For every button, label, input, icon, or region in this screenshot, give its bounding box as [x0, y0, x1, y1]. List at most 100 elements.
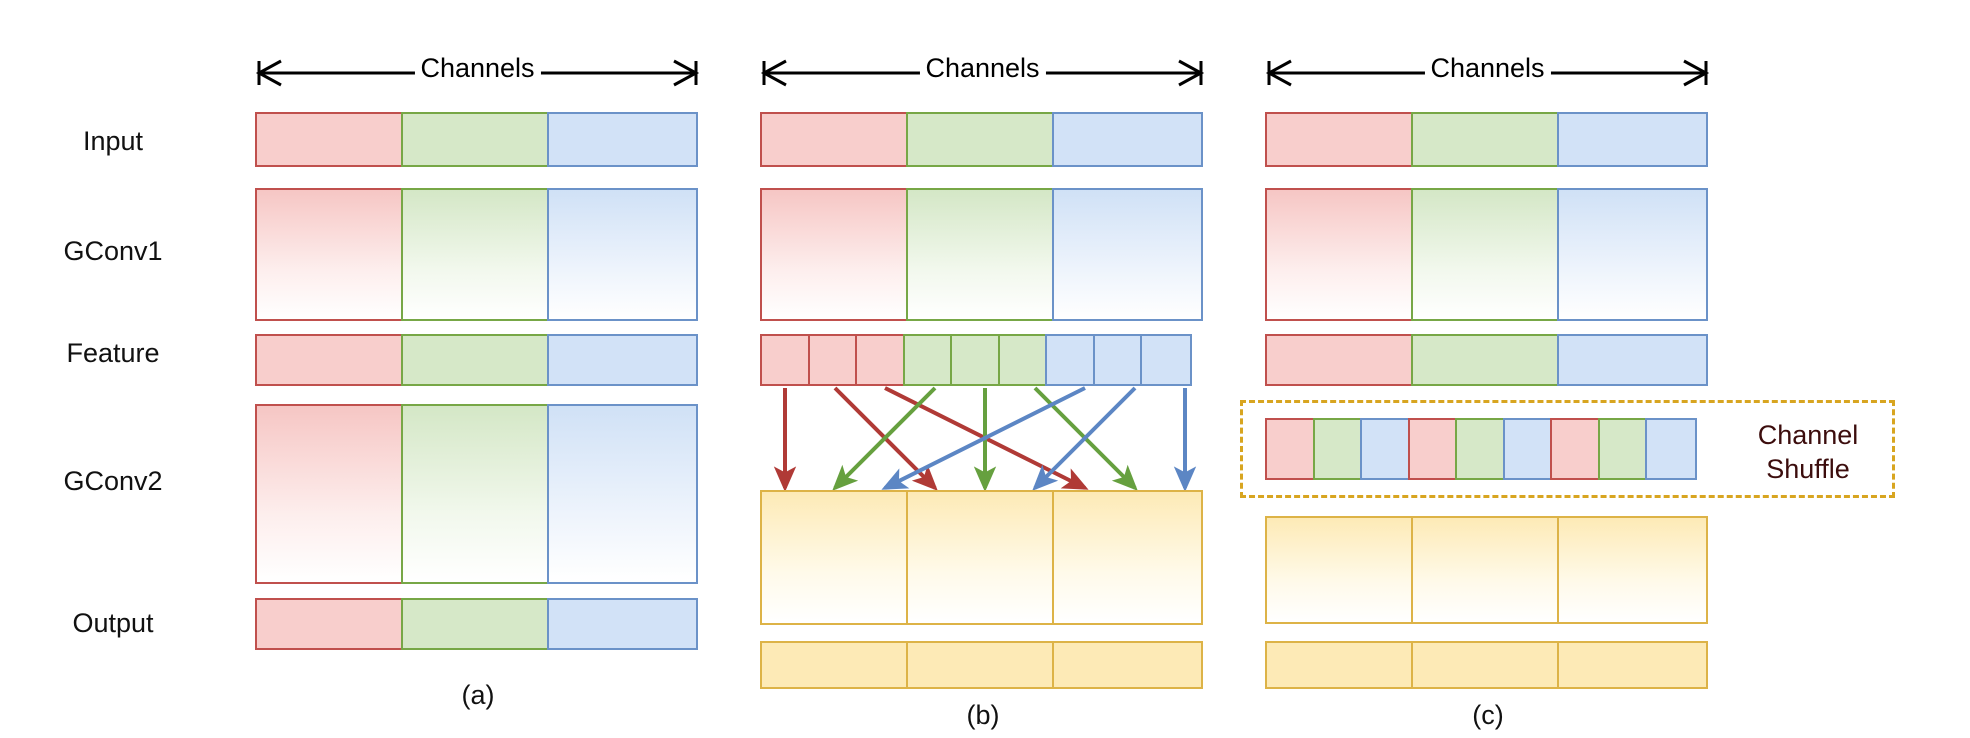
- channels-axis-c: Channels: [1265, 54, 1710, 98]
- panel-b-gconv1-seg-blue: [1052, 188, 1203, 321]
- panel-b-feature-bar: [760, 334, 1205, 386]
- panel-a-feature-bar: [255, 334, 700, 386]
- feature-cell-g1: [902, 334, 953, 386]
- arrow-b2: [1032, 386, 1137, 491]
- row-label-gconv2: GConv2: [63, 466, 163, 496]
- row-label-feature: Feature: [66, 338, 160, 368]
- panel-b-output-seg-1: [760, 641, 908, 689]
- shuffled-cell-3: [1360, 418, 1410, 480]
- panel-b-input-seg-blue: [1052, 112, 1203, 167]
- channel-shuffle-callout: [1240, 400, 1895, 498]
- panel-a-input-bar: [255, 112, 700, 167]
- panel-c-gconv1-seg-green: [1410, 188, 1560, 321]
- panel-a-output-seg-red: [255, 598, 403, 650]
- panel-a-gconv2-bar: [255, 404, 700, 584]
- arrow-r2: [833, 386, 938, 491]
- panel-c-input-seg-red: [1265, 112, 1413, 167]
- arrow-g3: [1033, 386, 1138, 491]
- panel-a-output-bar: [255, 598, 700, 650]
- channels-label-c: Channels: [1424, 54, 1551, 82]
- panel-a-gconv1-seg-blue: [547, 188, 698, 321]
- panel-b-caption: (b): [966, 700, 1000, 730]
- arrow-b1: [881, 386, 1086, 490]
- channels-label-b: Channels: [919, 54, 1046, 82]
- panel-b-gconv1-bar: [760, 188, 1205, 321]
- panel-a-gconv1-seg-red: [255, 188, 403, 321]
- row-label-output: Output: [72, 608, 154, 638]
- panel-c-input-seg-green: [1410, 112, 1560, 167]
- panel-b-output-seg-2: [905, 641, 1055, 689]
- feature-cell-r2: [807, 334, 858, 386]
- panel-b-gconv2-bar: [760, 490, 1205, 625]
- panel-a-gconv1-bar: [255, 188, 700, 321]
- shuffled-cell-5: [1455, 418, 1505, 480]
- panel-b-output-bar: [760, 641, 1205, 689]
- panel-c-input-bar: [1265, 112, 1710, 167]
- panel-b-input-seg-green: [905, 112, 1055, 167]
- panel-a-gconv1-seg-green: [400, 188, 550, 321]
- arrow-g1: [832, 386, 937, 491]
- panel-a-gconv2-seg-red: [255, 404, 403, 584]
- channels-label-a: Channels: [414, 54, 541, 82]
- row-label-input: Input: [82, 126, 144, 156]
- panel-c-output-seg-1: [1265, 641, 1413, 689]
- panel-a-feature-seg-green: [400, 334, 550, 386]
- panel-b-gconv2-seg-1: [760, 490, 908, 625]
- shuffled-cell-6: [1502, 418, 1553, 480]
- panel-b-feature-cells: [760, 334, 1205, 386]
- shuffled-cell-7: [1550, 418, 1600, 480]
- feature-cell-b3: [1140, 334, 1192, 386]
- panel-c-feature-seg-red: [1265, 334, 1413, 386]
- panel-c-gconv1-seg-red: [1265, 188, 1413, 321]
- panel-c-feature-seg-blue: [1557, 334, 1708, 386]
- row-label-gconv1: GConv1: [63, 236, 163, 266]
- channel-shuffle-line-2: Shuffle: [1766, 454, 1850, 484]
- feature-cell-g2: [950, 334, 1000, 386]
- shuffled-cell-8: [1597, 418, 1648, 480]
- feature-cell-b2: [1092, 334, 1143, 386]
- panel-a-output-seg-blue: [547, 598, 698, 650]
- panel-b-gconv1-seg-green: [905, 188, 1055, 321]
- panel-b-gconv2-seg-3: [1052, 490, 1203, 625]
- shuffled-cell-4: [1407, 418, 1458, 480]
- arrow-r3: [884, 386, 1089, 490]
- shuffled-cell-1: [1265, 418, 1315, 480]
- panel-b-gconv2-seg-2: [905, 490, 1055, 625]
- panel-c-output-seg-3: [1557, 641, 1708, 689]
- panel-c-output-bar: [1265, 641, 1710, 689]
- panel-c-gconv1-seg-blue: [1557, 188, 1708, 321]
- panel-b-input-bar: [760, 112, 1205, 167]
- channel-shuffle-line-1: Channel: [1757, 420, 1859, 450]
- panel-c-input-seg-blue: [1557, 112, 1708, 167]
- panel-a-feature-seg-blue: [547, 334, 698, 386]
- panel-a-gconv2-seg-blue: [547, 404, 698, 584]
- panel-a-gconv2-seg-green: [400, 404, 550, 584]
- panel-a-input-seg-blue: [547, 112, 698, 167]
- panel-c-gconv2-seg-2: [1410, 516, 1560, 624]
- panel-c-caption: (c): [1472, 700, 1504, 730]
- shuffled-cell-9: [1645, 418, 1697, 480]
- panel-b-gconv1-seg-red: [760, 188, 908, 321]
- panel-a-output-seg-green: [400, 598, 550, 650]
- panel-c-feature-seg-green: [1410, 334, 1560, 386]
- panel-c-gconv2-seg-1: [1265, 516, 1413, 624]
- panel-a-input-seg-green: [400, 112, 550, 167]
- panel-b-output-seg-3: [1052, 641, 1203, 689]
- panel-c-feature-bar: [1265, 334, 1710, 386]
- shuffled-cell-2: [1312, 418, 1363, 480]
- panel-c-shuffled-strip: [1265, 418, 1710, 480]
- panel-c-output-seg-2: [1410, 641, 1560, 689]
- feature-cell-g3: [997, 334, 1048, 386]
- panel-a-caption: (a): [461, 680, 495, 710]
- panel-c-gconv1-bar: [1265, 188, 1710, 321]
- feature-cell-r3: [855, 334, 905, 386]
- panel-a-input-seg-red: [255, 112, 403, 167]
- feature-cell-r1: [760, 334, 810, 386]
- panel-a-feature-seg-red: [255, 334, 403, 386]
- panel-c-gconv2-seg-3: [1557, 516, 1708, 624]
- channels-axis-a: Channels: [255, 54, 700, 98]
- panel-c-gconv2-bar: [1265, 516, 1710, 624]
- channels-axis-b: Channels: [760, 54, 1205, 98]
- feature-cell-b1: [1045, 334, 1095, 386]
